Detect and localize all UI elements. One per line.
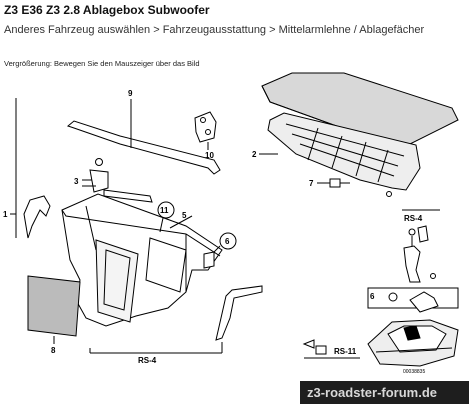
breadcrumb-item-vehicle[interactable]: Anderes Fahrzeug auswählen [4, 24, 151, 36]
part-9-rod[interactable] [66, 99, 221, 175]
part-7-screw[interactable] [317, 178, 350, 188]
label-part-1: 1 [3, 210, 8, 219]
watermark: z3-roadster-forum.de [300, 381, 469, 404]
label-part-5: 5 [182, 211, 187, 220]
watermark-text: z3-roadster-forum.de [307, 385, 438, 400]
rs4-detail[interactable] [402, 209, 440, 283]
breadcrumb-separator: > [153, 24, 163, 36]
rs11-detail[interactable] [302, 319, 459, 367]
label-rs11: RS-11 [334, 347, 357, 356]
label-part-3: 3 [74, 177, 79, 186]
zoom-hint: Vergrößerung: Bewegen Sie den Mauszeiger… [4, 59, 200, 68]
breadcrumb-separator: > [269, 24, 279, 36]
part-11-speaker[interactable] [157, 201, 175, 233]
part-10-bracket[interactable] [194, 111, 217, 150]
part-6-clip[interactable] [203, 232, 237, 269]
label-part-6-detail: 6 [370, 292, 375, 301]
part-2-tray-lid[interactable] [259, 72, 459, 197]
label-part-11: 11 [160, 206, 169, 215]
label-part-9: 9 [128, 89, 133, 98]
breadcrumb-item-equipment[interactable]: Fahrzeugausstattung [162, 24, 267, 36]
breadcrumb-item-armrest[interactable]: Mittelarmlehne / Ablagefächer [278, 24, 425, 36]
label-part-10: 10 [205, 151, 214, 160]
page-title: Z3 E36 Z3 2.8 Ablagebox Subwoofer [4, 3, 210, 17]
image-number: 00038835 [403, 369, 425, 375]
label-rs4-bottom: RS-4 [138, 356, 157, 365]
part-5-storage-box[interactable] [61, 193, 223, 327]
part-1-trim-strip[interactable] [10, 98, 51, 239]
label-part-7: 7 [309, 179, 314, 188]
breadcrumb: Anderes Fahrzeug auswählen > Fahrzeugaus… [4, 24, 424, 36]
part-labels: 9 10 2 3 7 1 11 5 6 RS-4 6 8 RS-4 RS-11 … [3, 89, 425, 375]
part-3-clip[interactable] [82, 158, 153, 203]
label-part-6: 6 [225, 237, 230, 246]
label-rs4-right: RS-4 [404, 214, 423, 223]
label-part-2: 2 [252, 150, 257, 159]
part-8-grille[interactable] [27, 275, 81, 344]
part-rs4-trim-strip[interactable] [89, 285, 263, 354]
part-6-detail[interactable] [367, 287, 459, 313]
label-part-8: 8 [51, 346, 56, 355]
